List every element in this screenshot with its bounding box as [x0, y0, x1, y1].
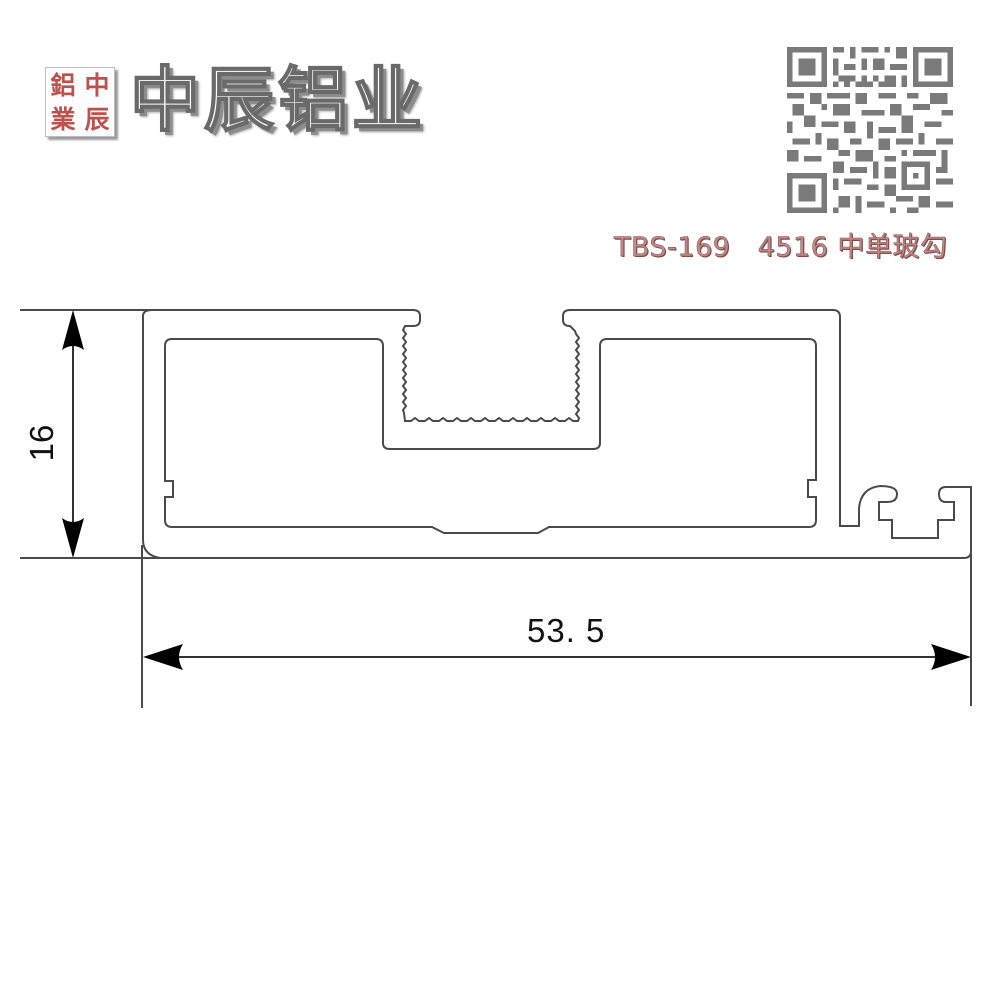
arrow-right-icon — [931, 644, 971, 670]
height-dimension-label: 16 — [23, 424, 60, 462]
profile-inner-contour — [164, 338, 817, 534]
company-seal-logo: 鋁 中 業 辰 — [45, 67, 115, 137]
seal-char: 業 — [50, 104, 76, 134]
arrow-left-icon — [143, 644, 183, 670]
brand-name: 中辰铝业 — [129, 59, 426, 141]
seal-char: 辰 — [84, 104, 110, 134]
dimension-arrows — [62, 310, 971, 670]
profile-outer-contour — [142, 309, 972, 559]
arrow-up-icon — [62, 310, 84, 350]
qr-code-icon — [787, 47, 953, 213]
model-code-label: TBS-169 4516 中单玻勾 — [614, 232, 948, 264]
width-dimension-label: 53. 5 — [527, 612, 606, 649]
seal-char: 鋁 — [50, 70, 76, 100]
arrow-down-icon — [62, 518, 84, 558]
seal-char: 中 — [84, 70, 110, 100]
